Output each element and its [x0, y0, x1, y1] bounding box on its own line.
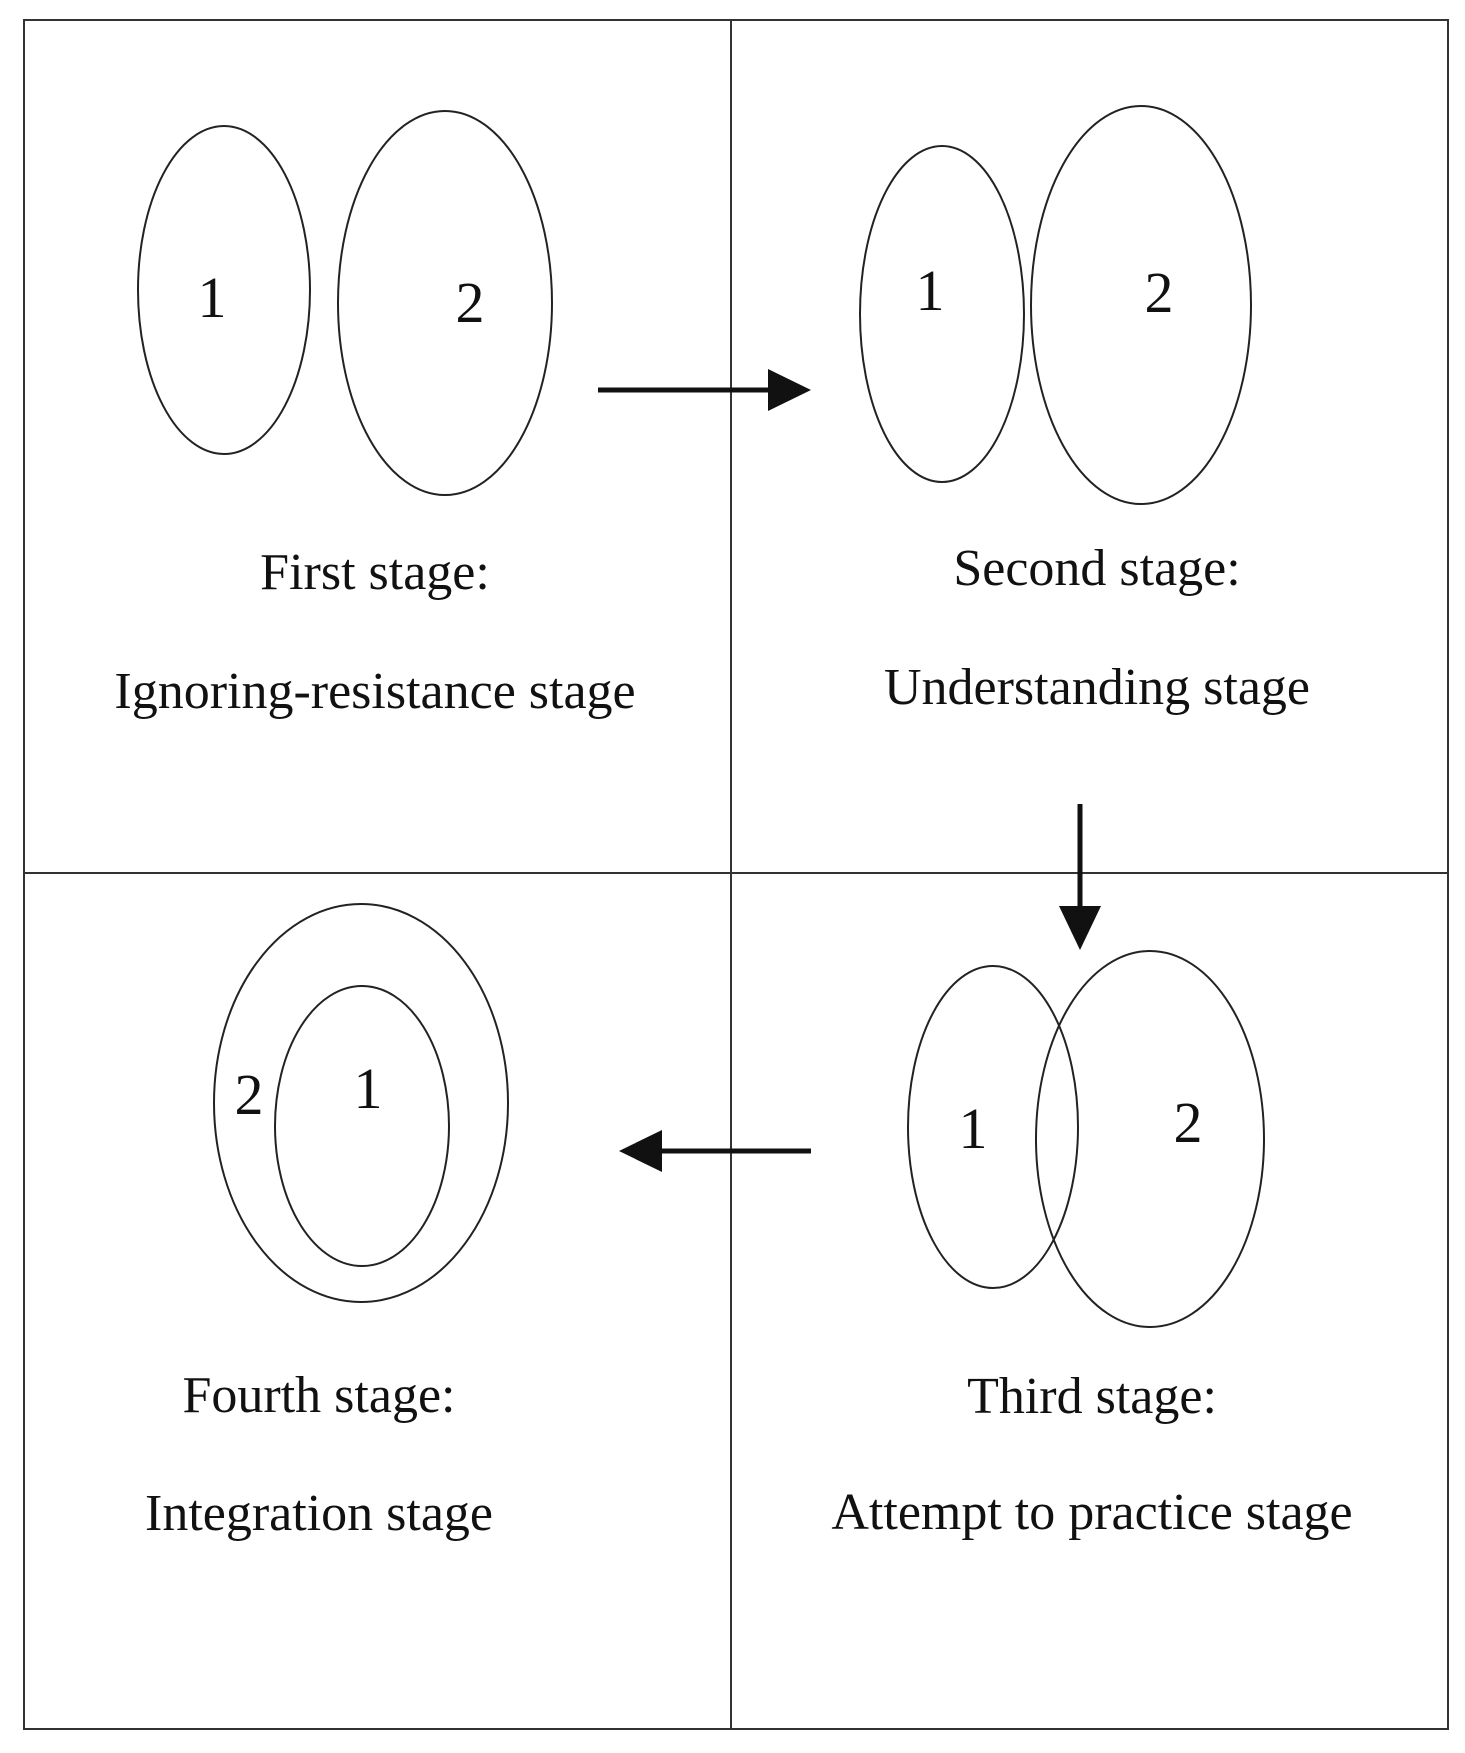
- stage-4-label-1: 1: [354, 1056, 383, 1121]
- diagram-frame: [23, 19, 1449, 1730]
- arrow-stage2-to-stage3: [1059, 804, 1101, 950]
- stage-3-panel: 1 2 Third stage: Attempt to practice sta…: [831, 950, 1353, 1541]
- stage-4-panel: 2 1 Fourth stage: Integration stage: [145, 903, 509, 1542]
- stage-4-name: Integration stage: [145, 1485, 493, 1542]
- stage-3-title: Third stage:: [967, 1368, 1217, 1425]
- stage-1-name: Ignoring-resistance stage: [114, 663, 635, 720]
- stage-4-title: Fourth stage:: [183, 1367, 456, 1424]
- arrow-stage3-to-stage4: [619, 1130, 811, 1172]
- stage-3-ellipse-1: [907, 965, 1079, 1289]
- stage-4-label-2: 2: [235, 1062, 264, 1127]
- stage-3-label-1: 1: [959, 1096, 988, 1161]
- stage-3-label-2: 2: [1174, 1090, 1203, 1155]
- stage-2-ellipse-1: [859, 145, 1025, 483]
- arrow-right-icon: [768, 369, 811, 411]
- arrow-left-icon: [619, 1130, 662, 1172]
- stage-2-name: Understanding stage: [884, 659, 1310, 716]
- stage-1-ellipse-2: [337, 110, 553, 496]
- stage-1-label-1: 1: [198, 265, 227, 330]
- stage-3-ellipse-2: [1035, 950, 1265, 1328]
- stage-1-label-2: 2: [456, 270, 485, 335]
- stage-2-panel: 1 2 Second stage: Understanding stage: [859, 105, 1310, 716]
- stage-1-title: First stage:: [260, 544, 490, 601]
- arrow-stage1-to-stage2: [598, 369, 811, 411]
- stage-2-title: Second stage:: [953, 540, 1240, 597]
- stage-2-ellipse-2: [1030, 105, 1252, 505]
- stage-4-ellipse-outer: [213, 903, 509, 1303]
- stage-2-label-1: 1: [916, 258, 945, 323]
- stage-3-name: Attempt to practice stage: [831, 1484, 1352, 1541]
- stage-1-ellipse-1: [137, 125, 311, 455]
- stage-2-label-2: 2: [1145, 260, 1174, 325]
- stage-1-panel: 1 2 First stage: Ignoring-resistance sta…: [114, 110, 636, 720]
- arrow-down-icon: [1059, 906, 1101, 950]
- stage-4-ellipse-inner: [274, 985, 450, 1267]
